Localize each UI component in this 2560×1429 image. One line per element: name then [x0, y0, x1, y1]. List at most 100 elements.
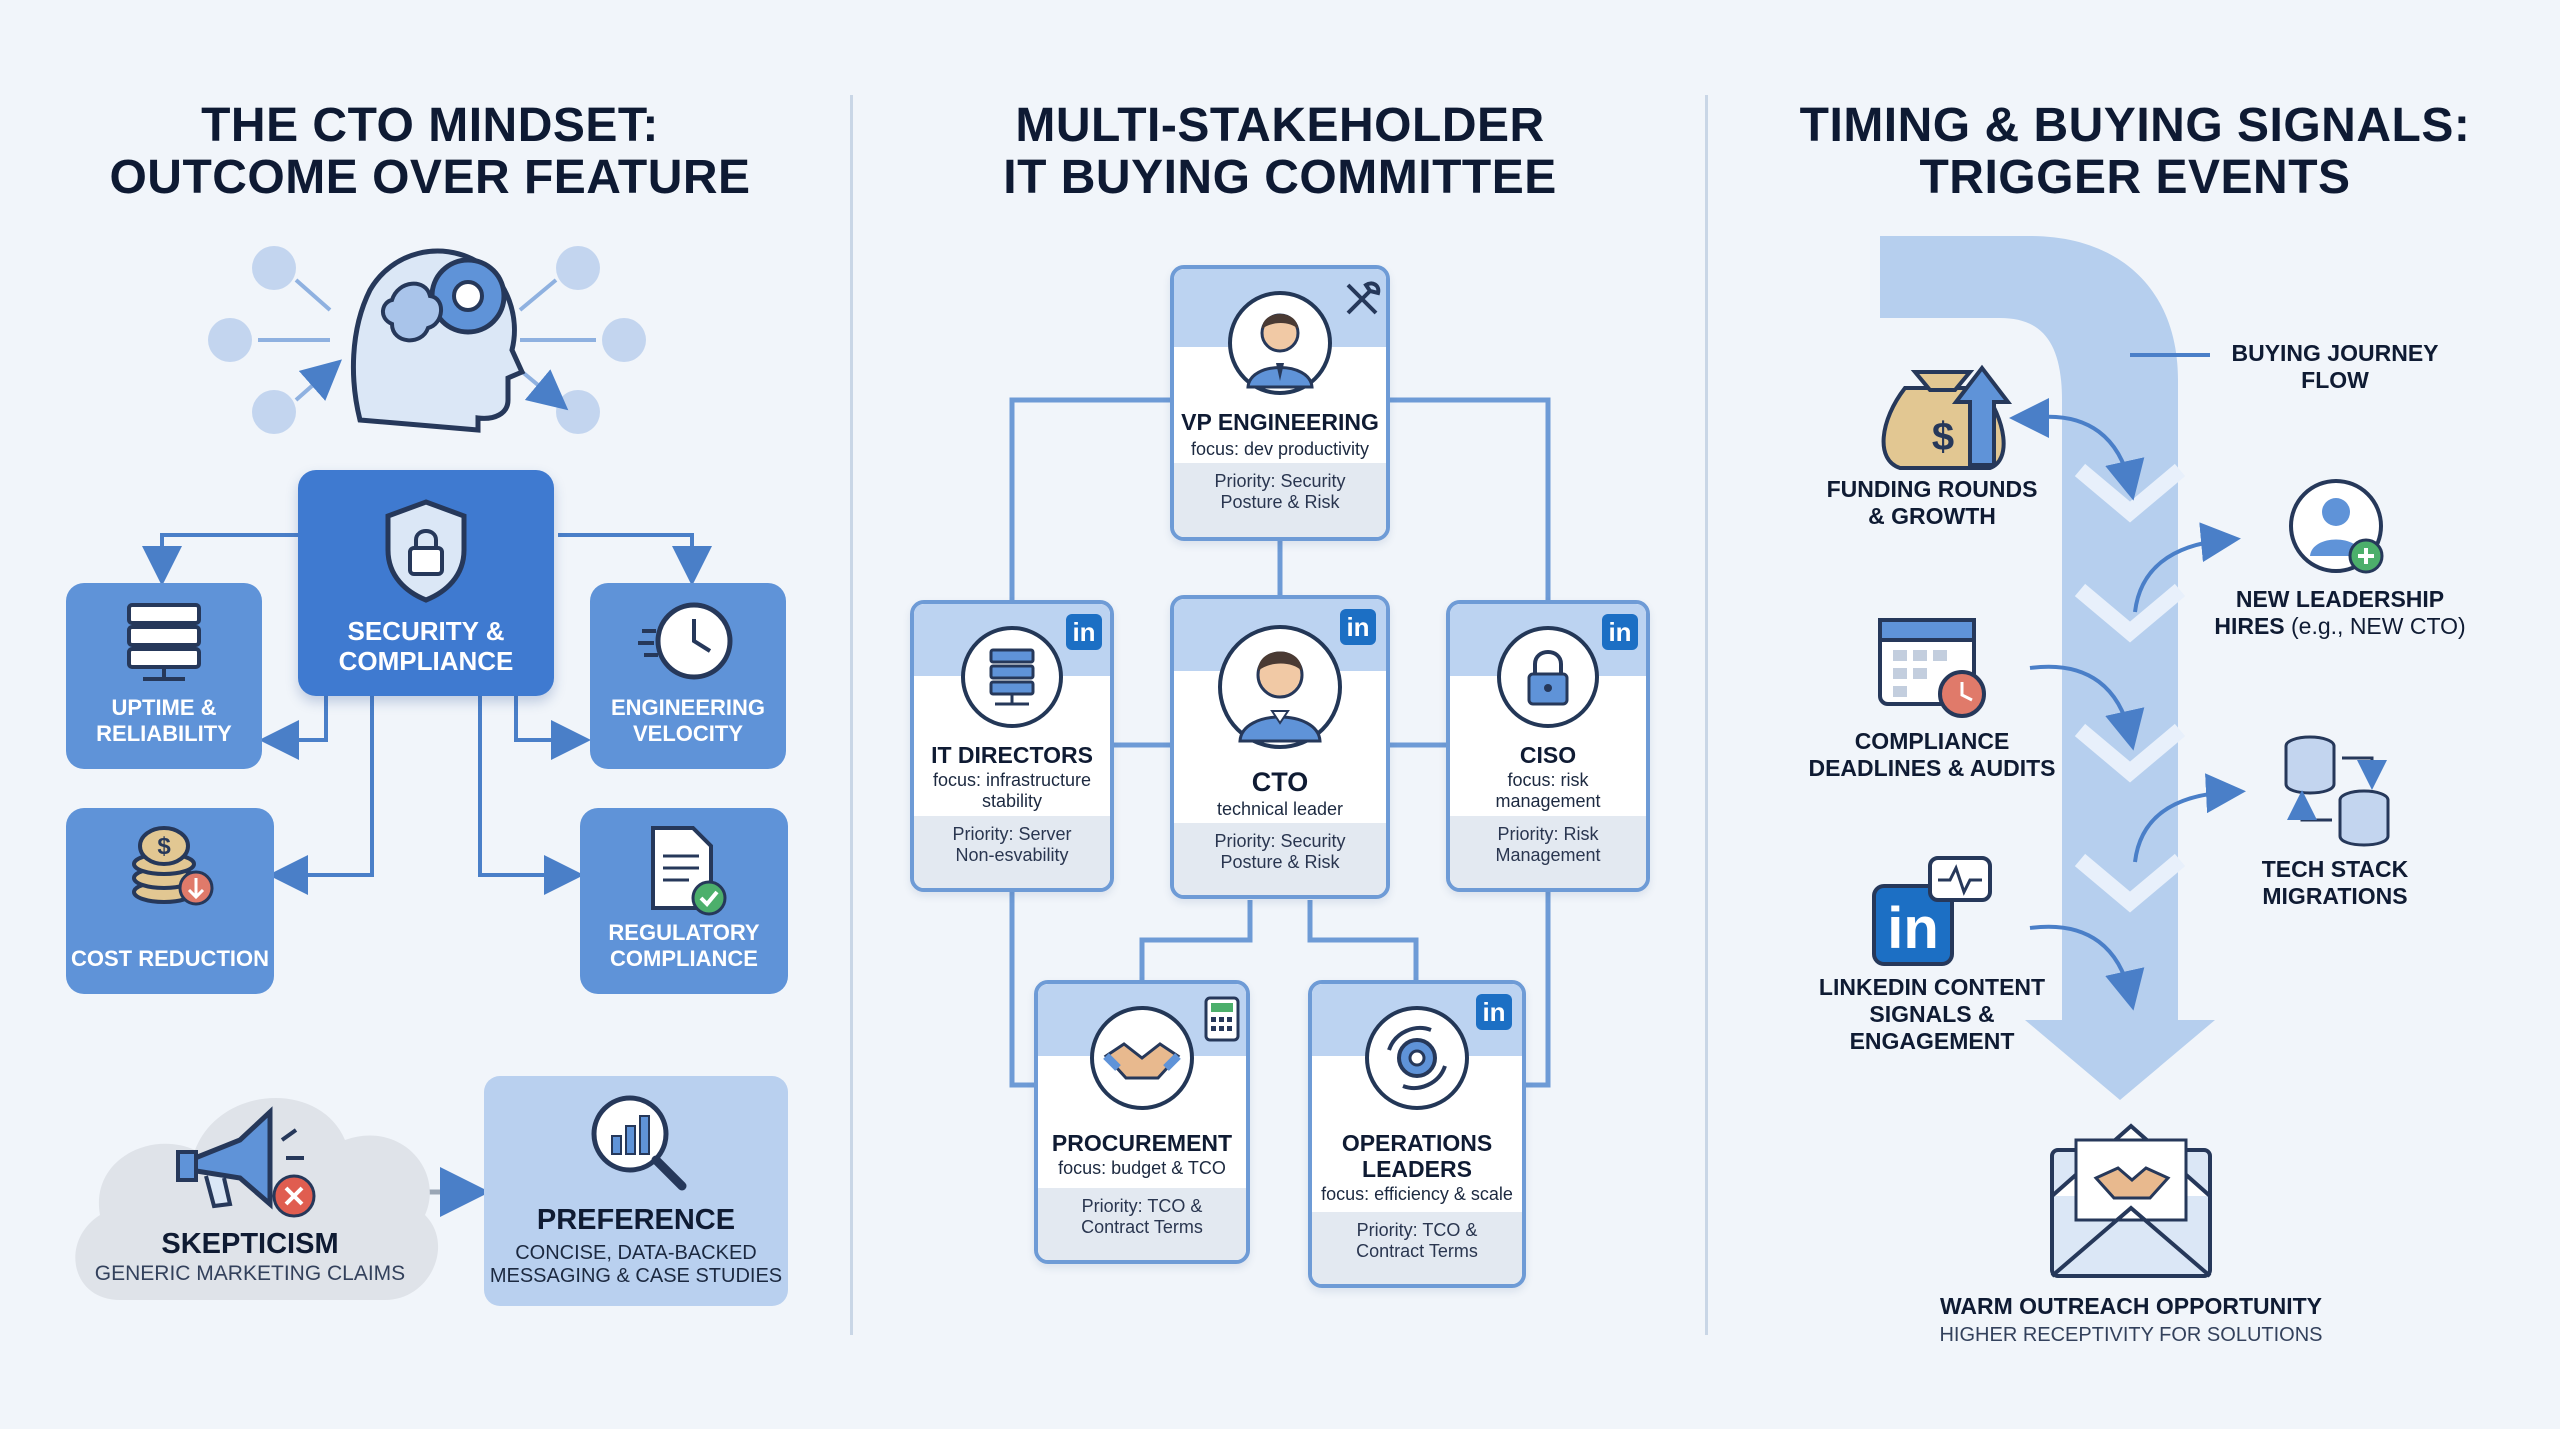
priority-line: Priority: Security — [1214, 831, 1346, 851]
magnifier-chart-icon — [591, 1095, 687, 1191]
label-line: NEW LEADERSHIP — [2235, 586, 2445, 612]
server-rack-icon — [127, 603, 201, 681]
vp-engineering-card: VP ENGINEERING focus: dev productivity P… — [1170, 265, 1390, 541]
ciso-avatar — [1497, 626, 1599, 728]
uptime-text: UPTIME & RELIABILITY — [96, 695, 232, 746]
priority-line: Priority: TCO & — [1356, 1220, 1478, 1240]
signal-arrows — [2009, 398, 2246, 1011]
head-gear-illustration — [208, 246, 646, 434]
priority-line: Priority: TCO & — [1081, 1196, 1203, 1216]
procurement-priority: Priority: TCO & Contract Terms — [1038, 1188, 1246, 1260]
procurement-avatar — [1090, 1006, 1194, 1110]
ciso-card: in CISO focus: risk management Priority:… — [1446, 600, 1650, 892]
column-divider — [850, 95, 853, 1335]
title-line: TRIGGER EVENTS — [1919, 151, 2351, 204]
funding-bag-icon: $ — [1881, 364, 2013, 470]
linkedin-badge-icon[interactable]: in — [1340, 609, 1376, 645]
ciso-role: CISO — [1519, 742, 1577, 768]
regulatory-label: REGULATORY COMPLIANCE — [608, 920, 760, 971]
shield-lock-icon — [385, 499, 467, 603]
role-line: LEADERS — [1362, 1156, 1472, 1182]
security-compliance-tile: SECURITY & COMPLIANCE — [298, 470, 554, 696]
ciso-priority: Priority: Risk Management — [1450, 816, 1646, 888]
ciso-focus: focus: risk management — [1456, 770, 1640, 812]
compliance-deadlines-label: COMPLIANCE DEADLINES & AUDITS — [1780, 728, 2084, 782]
procurement-card: PROCUREMENT focus: budget & TCO Priority… — [1034, 980, 1250, 1264]
linkedin-badge-icon[interactable]: in — [1066, 614, 1102, 650]
cto-focus: technical leader — [1216, 799, 1344, 819]
label-line: SIGNALS & — [1869, 1001, 1995, 1027]
calendar-clock-icon — [1878, 618, 1986, 718]
new-hire-avatar-icon — [2289, 479, 2384, 574]
cto-priority: Priority: Security Posture & Risk — [1174, 823, 1386, 895]
cto-card: in CTO technical leader Priority: Securi… — [1170, 595, 1390, 899]
linkedin-badge-icon[interactable]: in — [1602, 614, 1638, 650]
it-directors-avatar — [961, 626, 1063, 728]
label-line: COMPLIANCE — [1854, 728, 2010, 754]
envelope-handshake-icon — [2050, 1123, 2212, 1278]
skepticism-cloud — [75, 1097, 439, 1300]
it-directors-card: in IT DIRECTORS focus: infrastructure st… — [910, 600, 1114, 892]
label-line: TECH STACK — [2261, 856, 2409, 882]
priority-line: Posture & Risk — [1220, 852, 1340, 872]
priority-line: Contract Terms — [1081, 1217, 1203, 1237]
vp-focus: focus: dev productivity — [1190, 439, 1370, 459]
document-check-icon — [651, 826, 727, 916]
linkedin-signals-label: LINKEDIN CONTENT SIGNALS & ENGAGEMENT — [1790, 974, 2074, 1055]
column-divider — [1705, 95, 1708, 1335]
tools-icon — [1346, 281, 1381, 315]
tech-stack-label: TECH STACK MIGRATIONS — [2220, 856, 2450, 910]
label-line: DEADLINES & AUDITS — [1808, 755, 2056, 781]
priority-line: Posture & Risk — [1220, 492, 1340, 512]
operations-role: OPERATIONS LEADERS — [1316, 1130, 1518, 1182]
focus-line: focus: risk — [1507, 770, 1589, 790]
label-subtext: (e.g., NEW CTO) — [2291, 613, 2466, 639]
label-line: LINKEDIN CONTENT — [1818, 974, 2046, 1000]
database-migration-icon — [2284, 735, 2390, 847]
preference-label: PREFERENCE — [536, 1204, 736, 1236]
procurement-role: PROCUREMENT — [1051, 1130, 1233, 1156]
preference-subtitle: CONCISE, DATA-BACKED MESSAGING & CASE ST… — [484, 1242, 788, 1288]
label-line: ENGAGEMENT — [1849, 1028, 2015, 1054]
engineering-velocity-tile: ENGINEERING VELOCITY — [590, 583, 786, 769]
cto-avatar — [1218, 625, 1342, 749]
preference-tile: PREFERENCE CONCISE, DATA-BACKED MESSAGIN… — [484, 1076, 788, 1306]
svg-text:$: $ — [157, 833, 171, 860]
megaphone-icon — [176, 1106, 316, 1218]
priority-line: Management — [1495, 845, 1601, 865]
priority-line: Contract Terms — [1356, 1241, 1478, 1261]
label-line: MIGRATIONS — [2262, 883, 2408, 909]
cto-mindset-title: THE CTO MINDSET: OUTCOME OVER FEATURE — [60, 100, 800, 204]
svg-text:in: in — [1887, 896, 1939, 961]
calculator-icon — [1204, 996, 1240, 1042]
committee-connectors — [1009, 397, 1551, 1088]
it-directors-focus: focus: infrastructure stability — [920, 770, 1104, 812]
skepticism-subtitle: GENERIC MARKETING CLAIMS — [94, 1262, 406, 1285]
buying-committee-title: MULTI-STAKEHOLDER IT BUYING COMMITTEE — [900, 100, 1660, 204]
operations-focus: focus: efficiency & scale — [1321, 1184, 1513, 1204]
operations-priority: Priority: TCO & Contract Terms — [1312, 1212, 1522, 1284]
focus-line: stability — [981, 791, 1043, 811]
cto-role: CTO — [1251, 767, 1309, 797]
new-leadership-label: NEW LEADERSHIP HIRES (e.g., NEW CTO) — [2190, 586, 2490, 640]
flow-line: FLOW — [2301, 367, 2369, 393]
title-line: OUTCOME OVER FEATURE — [109, 151, 751, 204]
vp-role: VP ENGINEERING — [1181, 409, 1379, 435]
svg-text:$: $ — [1932, 415, 1954, 459]
label-line: HIRES (e.g., NEW CTO) — [2190, 613, 2490, 640]
label-text: HIRES — [2214, 613, 2285, 639]
title-line: TIMING & BUYING SIGNALS: — [1799, 99, 2471, 152]
buying-journey-flow-label: BUYING JOURNEY FLOW — [2210, 340, 2460, 394]
warm-outreach-subtitle: HIGHER RECEPTIVITY FOR SOLUTIONS — [1939, 1324, 2323, 1346]
trigger-events-title: TIMING & BUYING SIGNALS: TRIGGER EVENTS — [1740, 100, 2530, 204]
title-line: MULTI-STAKEHOLDER — [1015, 99, 1545, 152]
priority-line: Priority: Server — [952, 824, 1072, 844]
linkedin-signal-icon: in — [1872, 856, 1992, 966]
label-line: & GROWTH — [1868, 503, 1996, 529]
linkedin-badge-icon[interactable]: in — [1476, 994, 1512, 1030]
velocity-label: ENGINEERING VELOCITY — [610, 695, 766, 746]
buying-journey-flow-arrow — [1880, 236, 2215, 1100]
cost-label: COST REDUCTION — [71, 946, 269, 971]
priority-line: Non-esvability — [955, 845, 1069, 865]
preference-sub-line: CONCISE, DATA-BACKED — [515, 1242, 757, 1264]
